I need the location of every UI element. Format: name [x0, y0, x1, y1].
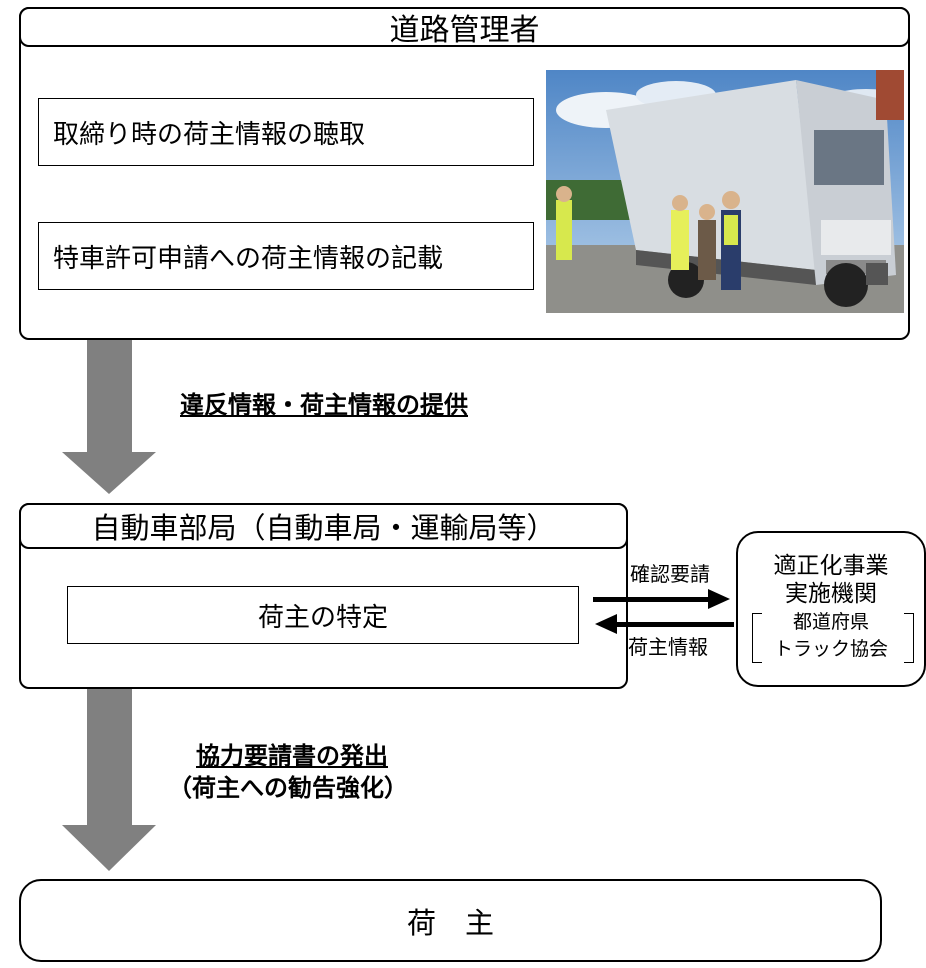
recommendation-label: （荷主への勧告強化）: [168, 774, 408, 802]
down-arrow-2-head: [62, 825, 156, 871]
automotive-bureau-title: 自動車部局（自動車局・運輸局等）: [19, 503, 628, 549]
agency-name-line1: 適正化事業: [773, 553, 889, 579]
bracket-right: [904, 613, 914, 663]
truck-inspection-photo: [546, 70, 904, 313]
agency-note-line2: トラック協会: [773, 638, 888, 660]
provision-label: 違反情報・荷主情報の提供: [180, 391, 468, 419]
down-arrow-1-head: [62, 452, 156, 494]
confirmation-request-label: 確認要請: [630, 562, 710, 586]
shipper-info-hearing-box: 取締り時の荷主情報の聴取: [38, 98, 534, 166]
right-arrow-line: [593, 597, 713, 602]
identify-shipper-box: 荷主の特定: [67, 586, 579, 644]
left-arrow-line: [616, 622, 734, 627]
shipper-info-label: 荷主情報: [628, 635, 708, 659]
agency-note-line1: 都道府県: [792, 611, 869, 633]
request-letter-label: 協力要請書の発出: [196, 742, 388, 770]
road-administrator-title: 道路管理者: [19, 7, 910, 48]
special-vehicle-permit-box: 特車許可申請への荷主情報の記載: [38, 222, 534, 290]
left-arrow-head: [595, 614, 617, 634]
bracket-left: [752, 613, 762, 663]
down-arrow-2: [87, 689, 132, 825]
agency-box: [736, 531, 926, 687]
right-arrow-head: [708, 589, 730, 609]
down-arrow-1: [87, 340, 132, 452]
agency-name-line2: 実施機関: [785, 581, 877, 607]
shipper-box: 荷 主: [19, 879, 882, 962]
